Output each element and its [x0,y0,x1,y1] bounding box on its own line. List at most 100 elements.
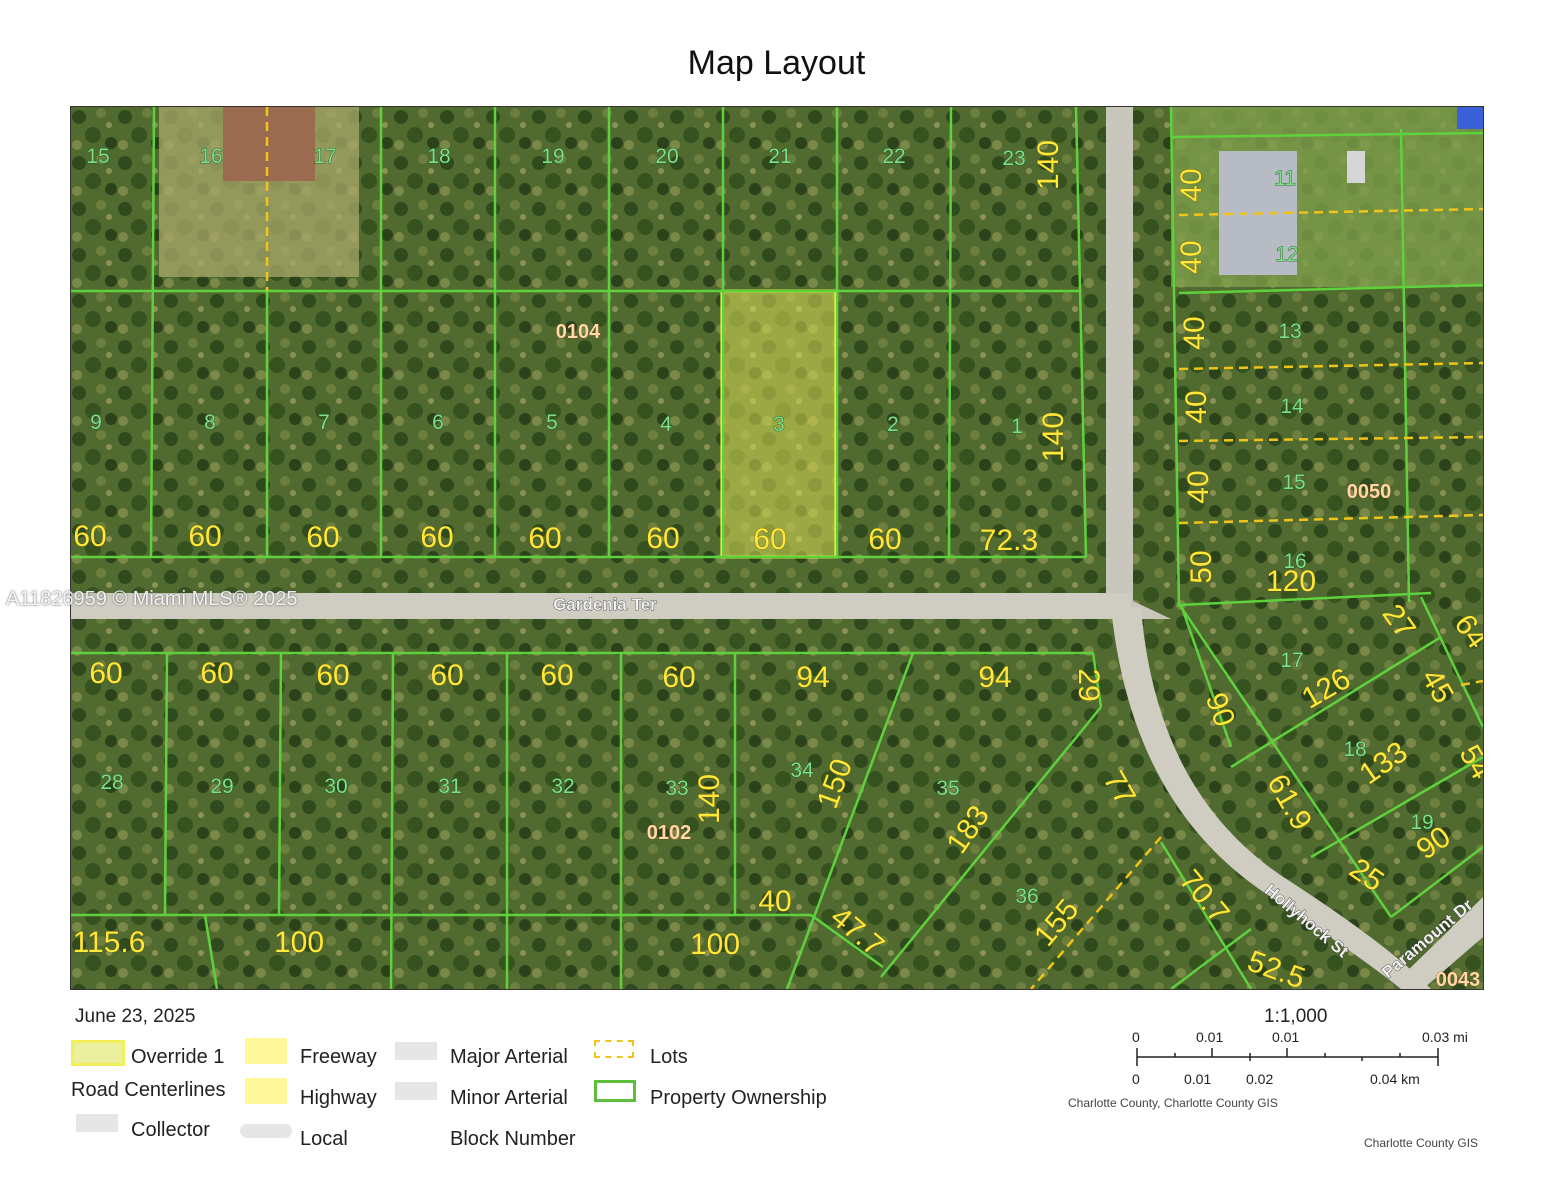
dimension-label: 60 [646,522,679,555]
lot-number: 35 [936,777,959,800]
local-swatch [240,1124,292,1138]
hollyhock-st-road [1111,607,1431,989]
lot-number: 15 [1282,471,1305,494]
lot-number: 5 [546,411,558,434]
lot-number: 1 [1011,415,1023,438]
legend-lots: Lots [650,1046,688,1068]
dimension-label: 40 [1175,240,1208,273]
dimension-label: 60 [430,659,463,692]
east-lot-numbers: 11 12 13 14 15 16 17 18 19 [1274,167,1434,835]
dimension-label: 40 [1180,390,1213,423]
blue-roof [1457,107,1483,129]
scale-km-tick: 0.01 [1184,1071,1212,1087]
source-credit: Charlotte County, Charlotte County GIS [1068,1096,1278,1110]
lot-number: 32 [551,775,574,798]
lot-number: 7 [318,411,330,434]
map-date: June 23, 2025 [75,1006,196,1027]
dimension-label: 94 [978,661,1011,694]
block-number-0043: 0043 [1436,969,1481,989]
scale-ratio: 1:1,000 [1264,1006,1328,1027]
dimension-label: 60 [73,520,106,553]
north-top-lot-numbers: 15 16 17 18 19 20 21 22 23 [86,145,1026,171]
north-frontage-dims: 60 60 60 60 60 60 60 60 72.3 [73,520,1038,558]
dimension-label: 40 [758,885,791,918]
lot-number: 18 [1343,738,1366,761]
dimension-label: 52.5 [1243,945,1309,989]
dimension-label: 60 [868,523,901,556]
scale-mi-tick: 0.01 [1272,1029,1300,1045]
lot-number: 30 [324,775,347,798]
source-credit-secondary: Charlotte County GIS [1364,1136,1479,1150]
minor-arterial-swatch [395,1082,437,1100]
lot-number: 11 [1274,167,1296,190]
house-roof [223,107,315,181]
map-title: Map Layout [687,44,866,82]
lot-number: 33 [665,777,688,800]
dimension-label: 94 [796,661,829,694]
dimension-label: 60 [316,659,349,692]
lot-number: 16 [199,145,222,168]
legend-collector: Collector [131,1119,210,1141]
override-swatch [71,1040,125,1066]
paramount-dr-road [1401,897,1483,989]
lot-number: 31 [438,775,461,798]
dimension-label: 60 [540,659,573,692]
legend-road-centerlines: Road Centerlines [71,1079,226,1101]
scale-km-tick: 0.04 km [1370,1071,1420,1087]
lot-number: 3 [773,413,785,436]
dimension-label: 72.3 [980,524,1038,557]
lot-number: 17 [1280,649,1303,672]
dimension-label: 40 [1182,470,1215,503]
major-arterial-swatch [395,1042,437,1060]
lot-number: 15 [86,145,109,168]
dimension-label: 100 [690,928,740,961]
north-lot-numbers: 9 8 7 6 5 4 3 2 1 [90,411,1023,439]
dimension-label: 40 [1178,316,1211,349]
lot-number: 6 [432,411,444,434]
legend-block-number: Block Number [450,1128,576,1150]
lot-number: 4 [660,413,672,436]
map-frame[interactable]: 0104 0102 0050 0043 Gardenia Ter Hollyho… [70,106,1484,990]
lot-number: 29 [210,775,233,798]
lot-number: 28 [100,771,123,794]
dimension-label: 115.6 [73,926,146,959]
map-canvas[interactable]: 0104 0102 0050 0043 Gardenia Ter Hollyho… [71,107,1483,989]
dimension-label: 60 [89,657,122,690]
legend-highway: Highway [300,1087,377,1109]
shed [1347,151,1365,183]
block-number-0050: 0050 [1347,481,1392,503]
dimension-label: 60 [753,523,786,556]
gardenia-ter-road [71,593,1131,619]
lot-number: 13 [1278,320,1301,343]
lot-number: 18 [427,145,450,168]
scale-km-tick: 0 [1132,1071,1140,1087]
lot-number: 12 [1275,243,1298,266]
lot-number: 8 [204,411,216,434]
scale-bar [1136,1048,1439,1066]
legend-property-ownership: Property Ownership [650,1087,827,1109]
scale-mi-tick: 0.03 mi [1422,1029,1468,1045]
ownership-lines [71,107,1483,989]
dimension-label: 29 [1072,668,1105,701]
dimension-label: 60 [200,657,233,690]
lot-number: 16 [1283,550,1306,573]
lot-number: 34 [790,759,814,782]
dimension-label: 140 [1032,140,1065,190]
lot-lines [265,107,1483,989]
lot-number: 2 [887,413,899,436]
dimension-label: 100 [274,926,324,959]
dimension-label: 140 [1037,412,1070,462]
highway-swatch [245,1078,287,1104]
lot-number: 21 [768,145,791,168]
scale-mi-tick: 0.01 [1196,1029,1224,1045]
lot-number: 19 [1410,811,1433,834]
dimension-label: 40 [1175,168,1208,201]
block-number-0104: 0104 [556,321,601,343]
freeway-swatch [245,1038,287,1064]
lot-number: 9 [90,411,102,434]
collector-swatch [76,1114,118,1132]
south-lot-numbers: 28 29 30 31 32 33 34 35 36 [100,759,1039,909]
dimension-label: 60 [420,521,453,554]
legend-local: Local [300,1128,348,1150]
legend-freeway: Freeway [300,1046,377,1068]
